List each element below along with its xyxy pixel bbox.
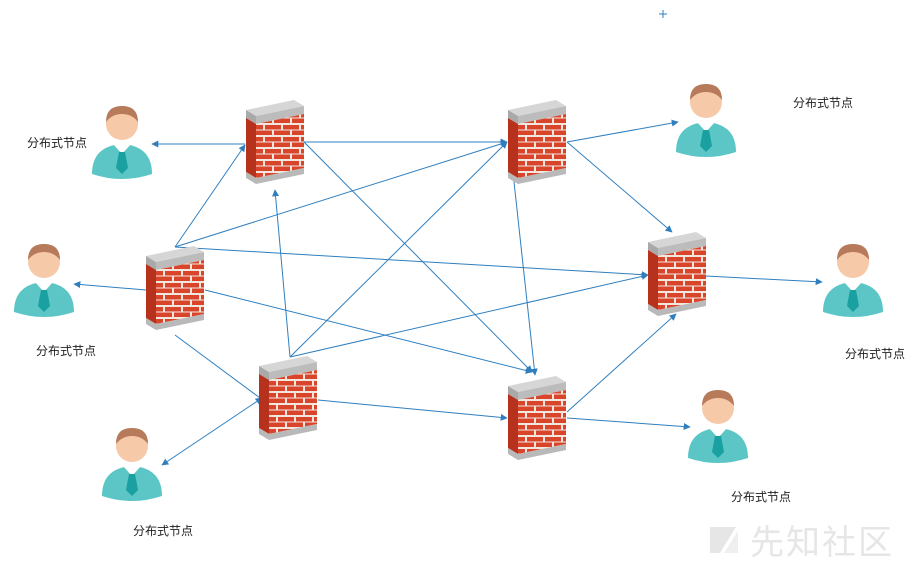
edge [174,334,261,399]
edge [174,246,649,279]
firewall-icon [146,246,204,330]
edge [289,141,508,358]
firewall-nodes [146,100,706,460]
distributed-nodes [14,84,883,501]
watermark-text: 先知社区 [750,523,894,563]
edge [566,313,677,413]
connections [174,138,677,421]
crosshair-icon [659,10,667,18]
edge [566,119,679,143]
edge [161,397,263,466]
edge [509,144,538,376]
firewall-icon [259,356,317,440]
user-icon [92,106,152,179]
node-label: 分布式节点 [36,344,97,358]
node-label: 分布式节点 [731,490,792,504]
node-label: 分布式节点 [133,524,194,538]
user-icon [676,84,736,157]
edge [303,141,533,373]
edge [289,272,649,358]
firewall-icon [648,232,706,316]
node-label: 分布式节点 [845,347,906,361]
edge [174,144,246,248]
edge [566,417,691,431]
edge [174,140,508,248]
user-icon [14,244,74,317]
edge [317,399,508,421]
firewall-icon [246,100,304,184]
edge [705,275,823,286]
user-icon [688,390,748,463]
user-icon [102,428,162,501]
watermark: 先知社区 [706,515,894,564]
firewall-icon [508,100,566,184]
node-label: 分布式节点 [793,96,854,110]
user-icon [823,244,883,317]
firewall-icon [508,376,566,460]
edge [272,189,291,358]
edge [73,281,147,291]
node-label: 分布式节点 [27,136,88,150]
edge [204,289,533,374]
node-links [73,119,823,466]
logo-icon [710,526,738,553]
edge [566,141,673,233]
